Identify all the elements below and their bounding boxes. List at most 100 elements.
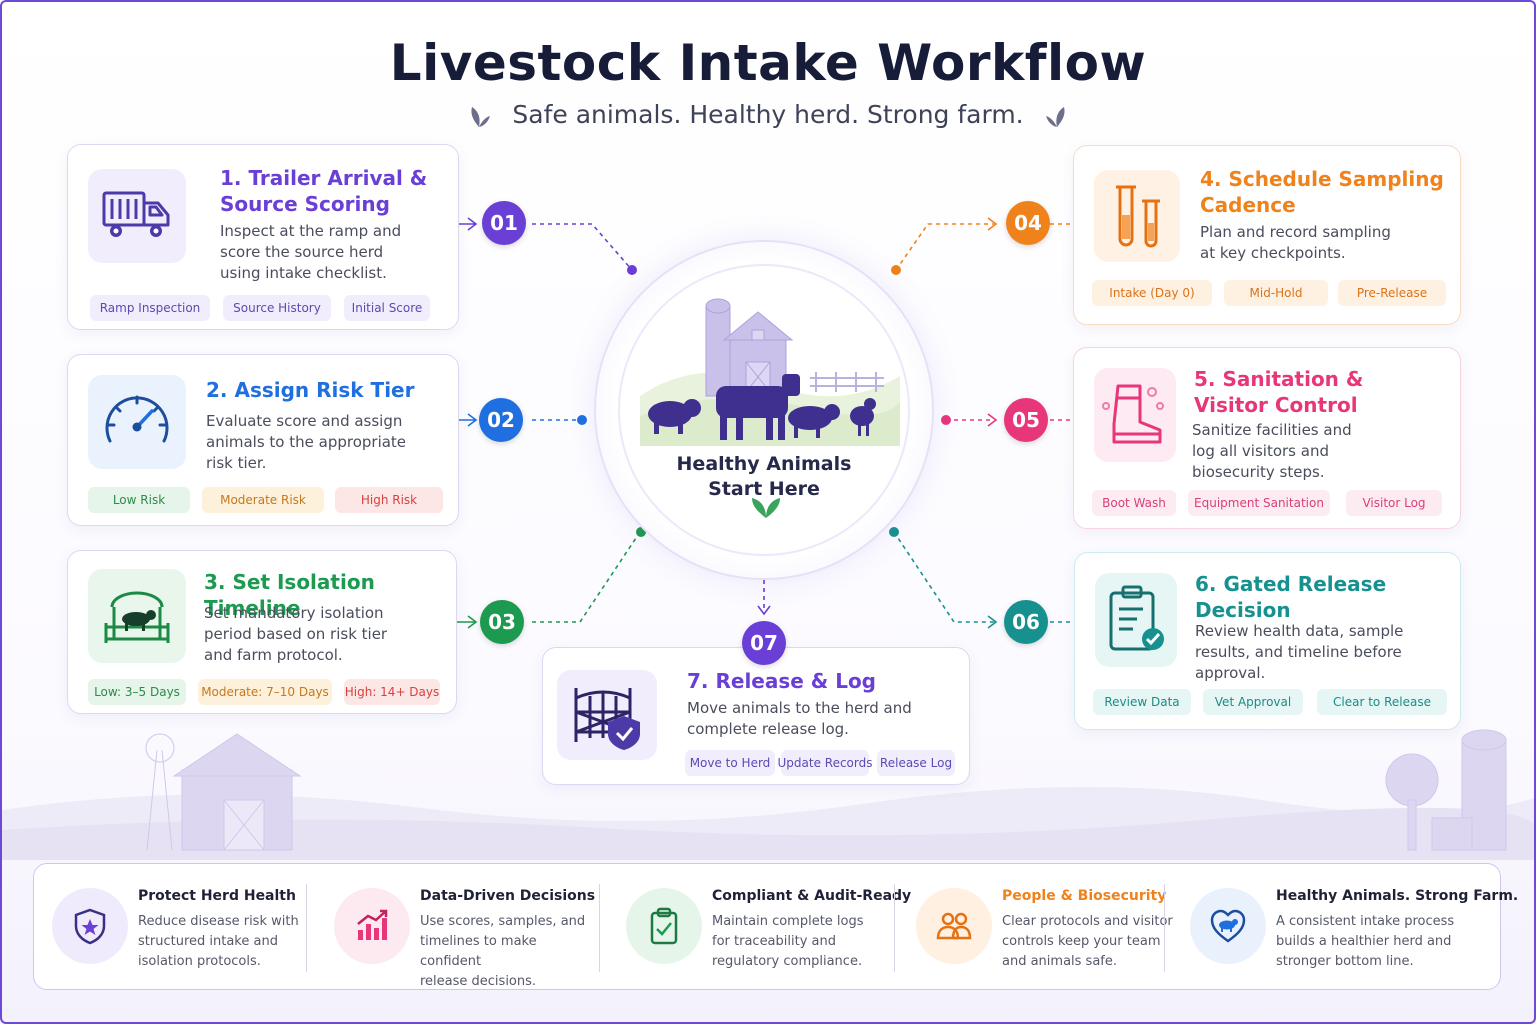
step-badge-02[interactable]: 02 xyxy=(479,398,523,442)
footer-icon-circle-4 xyxy=(916,888,992,964)
hub-text: Healthy Animals Start Here xyxy=(676,453,852,500)
footer-desc-2: Use scores, samples, and timelines to ma… xyxy=(420,914,586,989)
heart-animal-icon xyxy=(1210,909,1246,943)
step-badge-04[interactable]: 04 xyxy=(1006,201,1050,245)
chip-mid-hold: Mid-Hold xyxy=(1224,280,1328,306)
chip-move-to-herd: Move to Herd xyxy=(685,750,775,776)
sprout-icon xyxy=(752,498,780,518)
step-2-icon-box xyxy=(88,375,186,469)
chip-boot-wash: Boot Wash xyxy=(1092,490,1176,516)
step-badge-06[interactable]: 06 xyxy=(1004,600,1048,644)
step-card-4[interactable]: 4. Schedule Sampling Cadence Plan and re… xyxy=(1073,145,1461,325)
footer-icon-circle-5 xyxy=(1190,888,1266,964)
chip-moderate-risk: Moderate Risk xyxy=(202,487,324,513)
step-6-title: 6. Gated Release Decision xyxy=(1195,572,1387,622)
step-2-title: 2. Assign Risk Tier xyxy=(206,378,415,402)
footer-divider xyxy=(599,884,600,972)
leaf-left-icon xyxy=(466,103,492,129)
chip-release-log: Release Log xyxy=(877,750,955,776)
chip-clear-to-release: Clear to Release xyxy=(1317,689,1447,715)
leaf-right-icon xyxy=(1044,103,1070,129)
footer-icon-circle-1 xyxy=(52,888,128,964)
people-icon xyxy=(936,912,972,940)
page-title: Livestock Intake Workflow xyxy=(389,34,1147,92)
footer-desc-1: Reduce disease risk with structured inta… xyxy=(138,914,299,969)
chip-review-data: Review Data xyxy=(1093,689,1191,715)
footer-icon-circle-2 xyxy=(334,888,410,964)
step-3-icon-box xyxy=(88,569,186,663)
step-card-3[interactable]: 3. Set Isolation Timeline Set mandatory … xyxy=(67,550,457,714)
clipboard-icon xyxy=(650,907,678,945)
footer-item-data-driven: Data-Driven Decisions Use scores, sample… xyxy=(334,864,596,991)
footer-desc-5: A consistent intake process builds a hea… xyxy=(1276,914,1455,969)
isolation-pen-icon xyxy=(104,591,170,643)
chip-update-records: Update Records xyxy=(778,750,873,776)
step-3-description: Set mandatory isolation period based on … xyxy=(204,604,388,664)
step-badge-03[interactable]: 03 xyxy=(480,600,524,644)
step-5-icon-box xyxy=(1094,368,1176,462)
chip-low-days: Low: 3–5 Days xyxy=(88,679,186,705)
step-7-icon-box xyxy=(557,670,657,760)
step-badge-01[interactable]: 01 xyxy=(482,201,526,245)
step-card-1[interactable]: 1. Trailer Arrival & Source Scoring Insp… xyxy=(67,144,459,330)
gauge-icon xyxy=(105,395,169,443)
step-badge-05[interactable]: 05 xyxy=(1004,398,1048,442)
footer-title-2: Data-Driven Decisions xyxy=(420,888,596,904)
footer-title-1: Protect Herd Health xyxy=(138,888,296,904)
shield-star-icon xyxy=(74,908,106,945)
step-4-description: Plan and record sampling at key checkpoi… xyxy=(1200,223,1391,262)
chip-ramp-inspection: Ramp Inspection xyxy=(90,295,210,321)
footer-desc-4: Clear protocols and visitor controls kee… xyxy=(1002,914,1173,969)
step-3-title: 3. Set Isolation Timeline xyxy=(204,570,375,620)
step-5-title: 5. Sanitation & Visitor Control xyxy=(1194,367,1364,417)
step-2-description: Evaluate score and assign animals to the… xyxy=(206,412,407,472)
step-6-icon-box xyxy=(1095,573,1177,667)
step-4-icon-box xyxy=(1094,170,1180,262)
step-card-7[interactable]: 7. Release & Log Move animals to the her… xyxy=(542,647,970,785)
farm-animals-illustration xyxy=(640,298,900,518)
footer-divider xyxy=(1164,884,1165,972)
chip-source-history: Source History xyxy=(223,295,331,321)
footer-item-healthy-animals: Healthy Animals. Strong Farm. A consiste… xyxy=(1190,864,1518,991)
chip-high-days: High: 14+ Days xyxy=(344,679,440,705)
step-7-title: 7. Release & Log xyxy=(687,669,876,693)
chip-moderate-days: Moderate: 7–10 Days xyxy=(198,679,332,705)
footer-desc-3: Maintain complete logs for traceability … xyxy=(712,914,864,969)
chip-equipment-sanitation: Equipment Sanitation xyxy=(1188,490,1330,516)
step-card-5[interactable]: 5. Sanitation & Visitor Control Sanitize… xyxy=(1073,347,1461,529)
footer-icon-circle-3 xyxy=(626,888,702,964)
footer-divider xyxy=(894,884,895,972)
page-subtitle: Safe animals. Healthy herd. Strong farm. xyxy=(0,100,1536,129)
footer-title-4: People & Biosecurity xyxy=(1002,888,1167,904)
test-tubes-icon xyxy=(1116,185,1160,248)
step-5-description: Sanitize facilities and log all visitors… xyxy=(1192,421,1352,481)
step-card-6[interactable]: 6. Gated Release Decision Review health … xyxy=(1074,552,1461,730)
hub-inner-circle xyxy=(618,264,910,556)
chip-high-risk: High Risk xyxy=(335,487,443,513)
chart-up-icon xyxy=(357,909,388,940)
step-1-icon-box xyxy=(88,169,186,263)
step-4-title: 4. Schedule Sampling Cadence xyxy=(1200,167,1444,217)
chip-low-risk: Low Risk xyxy=(88,487,190,513)
chip-visitor-log: Visitor Log xyxy=(1346,490,1442,516)
subtitle-text: Safe animals. Healthy herd. Strong farm. xyxy=(512,100,1024,129)
chip-pre-release: Pre-Release xyxy=(1338,280,1446,306)
footer-item-compliant: Compliant & Audit-Ready Maintain complet… xyxy=(626,864,911,991)
boot-icon xyxy=(1102,384,1164,444)
step-7-description: Move animals to the herd and complete re… xyxy=(687,699,912,738)
chip-vet-approval: Vet Approval xyxy=(1203,689,1303,715)
step-1-title: 1. Trailer Arrival & Source Scoring xyxy=(220,166,428,216)
footer-title-5: Healthy Animals. Strong Farm. xyxy=(1276,888,1519,904)
footer-item-protect-herd-health: Protect Herd Health Reduce disease risk … xyxy=(52,864,312,991)
clipboard-check-icon xyxy=(1109,585,1164,651)
truck-icon xyxy=(102,191,170,237)
step-6-description: Review health data, sample results, and … xyxy=(1195,622,1404,682)
step-card-2[interactable]: 2. Assign Risk Tier Evaluate score and a… xyxy=(67,354,459,526)
farm-scenery-background xyxy=(2,729,1534,860)
chip-initial-score: Initial Score xyxy=(344,295,430,321)
benefits-footer: Protect Herd Health Reduce disease risk … xyxy=(33,863,1518,991)
gate-shield-icon xyxy=(574,688,640,750)
footer-divider xyxy=(306,884,307,972)
step-badge-07[interactable]: 07 xyxy=(742,621,786,665)
chip-intake-day0: Intake (Day 0) xyxy=(1092,280,1212,306)
